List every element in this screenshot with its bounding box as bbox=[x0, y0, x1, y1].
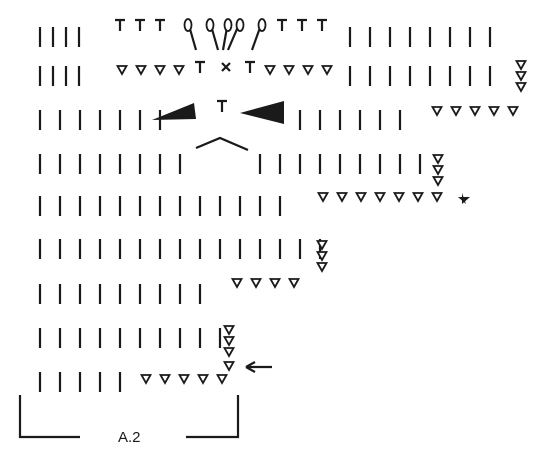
triangle-stitch-icon bbox=[316, 192, 330, 203]
leaf-stitch-icon bbox=[223, 18, 233, 32]
half-treble-stitch-icon bbox=[245, 60, 255, 73]
half-treble-stitch-icon bbox=[115, 18, 125, 31]
triangle-stitch-icon bbox=[282, 65, 296, 76]
triangle-stitch-icon bbox=[320, 65, 334, 76]
triangle-stitch-icon bbox=[392, 192, 406, 203]
triangle-stitch-icon bbox=[222, 325, 236, 336]
triangle-stitch-icon bbox=[335, 192, 349, 203]
triangle-stitch-icon bbox=[158, 374, 172, 385]
triangle-stitch-icon bbox=[177, 374, 191, 385]
star-marker-icon bbox=[458, 193, 470, 204]
leaf-stitch-icon bbox=[205, 18, 215, 32]
chart-label: A.2 bbox=[118, 429, 141, 446]
half-treble-stitch-icon bbox=[297, 18, 307, 31]
solid-wedge-icon bbox=[152, 103, 196, 120]
triangle-stitch-icon bbox=[196, 374, 210, 385]
triangle-stitch-icon bbox=[514, 60, 528, 71]
triangle-stitch-icon bbox=[431, 176, 445, 187]
triangle-stitch-icon bbox=[230, 278, 244, 289]
triangle-stitch-icon bbox=[139, 374, 153, 385]
triangle-stitch-icon bbox=[222, 361, 236, 372]
triangle-stitch-icon bbox=[268, 278, 282, 289]
triangle-stitch-icon bbox=[315, 262, 329, 273]
stitch-symbols bbox=[38, 18, 528, 392]
leaf-stitch-icon bbox=[257, 18, 267, 32]
triangle-stitch-icon bbox=[134, 65, 148, 76]
triangle-stitch-icon bbox=[301, 65, 315, 76]
half-treble-stitch-icon bbox=[317, 18, 327, 31]
triangle-stitch-icon bbox=[287, 278, 301, 289]
triangle-stitch-icon bbox=[354, 192, 368, 203]
triangle-stitch-icon bbox=[431, 165, 445, 176]
leaf-stitch-icon bbox=[235, 18, 245, 32]
triangle-stitch-icon bbox=[373, 192, 387, 203]
triangle-stitch-icon bbox=[449, 106, 463, 117]
v-shape-icon bbox=[195, 136, 249, 152]
half-treble-stitch-icon bbox=[217, 99, 227, 112]
solid-wedge-icon bbox=[240, 101, 284, 124]
triangle-stitch-icon bbox=[222, 347, 236, 358]
triangle-stitch-icon bbox=[172, 65, 186, 76]
triangle-stitch-icon bbox=[215, 374, 229, 385]
bracket-right bbox=[186, 395, 240, 439]
triangle-stitch-icon bbox=[431, 154, 445, 165]
triangle-stitch-icon bbox=[222, 336, 236, 347]
triangle-stitch-icon bbox=[506, 106, 520, 117]
half-treble-stitch-icon bbox=[277, 18, 287, 31]
triangle-stitch-icon bbox=[115, 65, 129, 76]
half-treble-stitch-icon bbox=[135, 18, 145, 31]
repeat-bracket: A.2 bbox=[18, 395, 240, 446]
triangle-stitch-icon bbox=[487, 106, 501, 117]
leaf-stitch-icon bbox=[183, 18, 193, 32]
triangle-stitch-icon bbox=[514, 71, 528, 82]
half-treble-stitch-icon bbox=[155, 18, 165, 31]
triangle-stitch-icon bbox=[430, 106, 444, 117]
triangle-stitch-icon bbox=[430, 192, 444, 203]
triangle-stitch-icon bbox=[315, 251, 329, 262]
cross-stitch-icon bbox=[221, 62, 231, 72]
triangle-stitch-icon bbox=[153, 65, 167, 76]
triangle-stitch-icon bbox=[468, 106, 482, 117]
left-arrow-icon bbox=[245, 361, 272, 373]
triangle-stitch-icon bbox=[514, 82, 528, 93]
triangle-stitch-icon bbox=[315, 240, 329, 251]
bracket-left bbox=[18, 395, 80, 439]
triangle-stitch-icon bbox=[411, 192, 425, 203]
triangle-stitch-icon bbox=[249, 278, 263, 289]
triangle-stitch-icon bbox=[263, 65, 277, 76]
half-treble-stitch-icon bbox=[195, 60, 205, 73]
